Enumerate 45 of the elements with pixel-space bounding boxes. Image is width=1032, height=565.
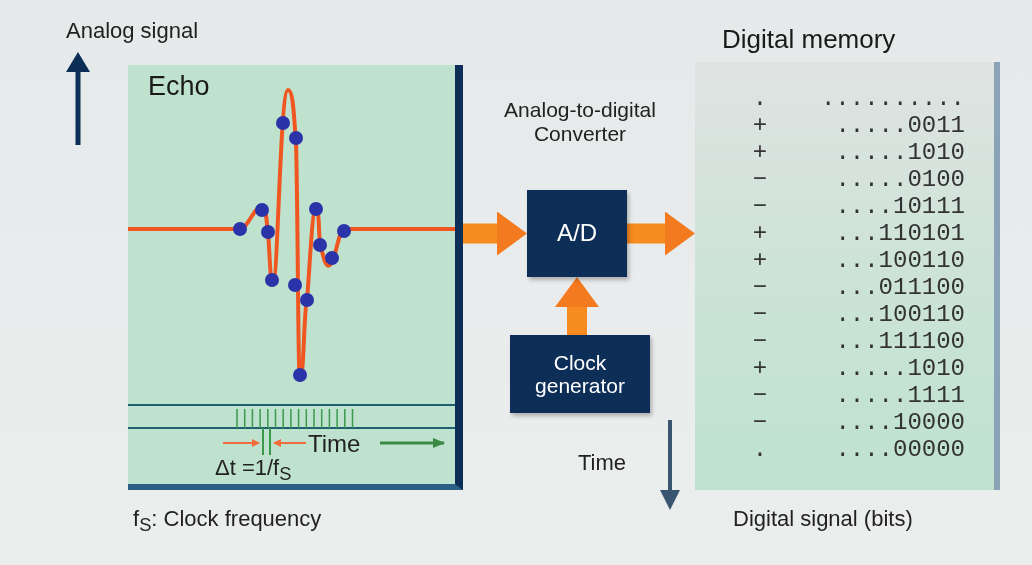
sign-symbol: − [751,194,769,220]
sign-symbol: − [751,329,769,355]
sign-symbol: + [751,248,769,274]
signal-panel [128,65,463,490]
sign-symbol: + [751,140,769,166]
formula-label: Δt =1/f$_{S}$ [215,455,292,486]
panel-title: Echo [148,71,210,102]
sign-symbol: + [751,113,769,139]
arrow [555,277,599,335]
arrow [463,211,527,256]
sign-symbol: − [751,275,769,301]
bit-value: ...100110 [834,302,965,328]
bit-value: ...100110 [834,248,965,274]
bit-value: .....0100 [834,167,965,193]
bit-value: .....1010 [834,140,965,166]
sign-symbol: . [751,86,769,112]
sign-symbol: + [751,356,769,382]
process-box [510,335,650,413]
box-label: A/D [557,220,597,247]
caption: f$_{S}$: Clock frequency [133,506,322,537]
sign-symbol: − [751,167,769,193]
sign-symbol: + [751,221,769,247]
sign-symbol: − [751,302,769,328]
bit-value: ....00000 [834,437,965,463]
axis-label: Time [308,430,361,458]
block-title: Analog-to-digital Converter [503,98,657,147]
sign-symbol: − [751,383,769,409]
bit-value: .....1010 [834,356,965,382]
bit-value: .....1111 [834,383,965,409]
caption: Digital signal (bits) [733,506,913,532]
axis-label: Time [578,450,627,476]
sign-symbol: . [751,437,769,463]
sign-symbol: − [751,410,769,436]
box-label: Clock generator [534,350,626,398]
bit-value: ....10111 [834,194,965,220]
axis-label: Analog signal [66,18,199,44]
bit-value: ....10000 [834,410,965,436]
bit-value: .....0011 [834,113,965,139]
arrow [627,211,695,256]
bit-value: ...110101 [834,221,965,247]
bit-value: ...111100 [834,329,965,355]
process-box [527,190,627,277]
panel-title: Digital memory [722,24,896,55]
bit-value: .......... [819,86,965,112]
bit-value: ...011100 [834,275,965,301]
